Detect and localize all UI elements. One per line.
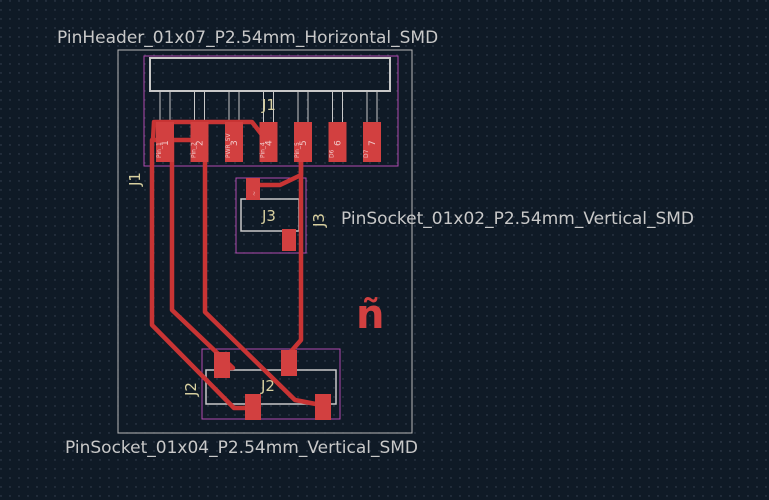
header-pad-6[interactable] xyxy=(328,122,347,162)
header-courtyard xyxy=(143,55,399,167)
socket4-ref-side: J2 xyxy=(182,382,200,397)
header-pad-net: Pin_5 xyxy=(294,142,301,158)
socket4-pad-2[interactable] xyxy=(245,394,261,420)
socket4-pad-4[interactable] xyxy=(315,394,331,420)
socket4-footprint-name: PinSocket_01x04_P2.54mm_Vertical_SMD xyxy=(65,438,418,458)
header-pad-5[interactable] xyxy=(294,122,312,162)
header-ref-side: J1 xyxy=(126,172,144,187)
socket2-footprint-name: PinSocket_01x02_P2.54mm_Vertical_SMD xyxy=(341,209,694,229)
header-pad-number: 1 xyxy=(161,140,171,146)
socket2-pad-1[interactable] xyxy=(246,178,260,200)
header-footprint-name: PinHeader_01x07_P2.54mm_Horizontal_SMD xyxy=(57,28,438,48)
socket4-pad-3[interactable] xyxy=(281,350,297,376)
header-pad-net: D6 xyxy=(329,149,336,158)
header-pad-3[interactable] xyxy=(225,122,243,162)
header-pin-leads xyxy=(159,91,378,122)
trace-j3-link[interactable] xyxy=(250,147,304,188)
header-ref-top: J1 xyxy=(261,96,276,114)
header-pad-net: Pin_2 xyxy=(191,142,198,158)
socket2-ref-center: J3 xyxy=(261,207,276,225)
header-pad-7[interactable] xyxy=(363,122,381,162)
header-pad-number: 2 xyxy=(196,140,206,146)
header-pad-net: PWR_5V xyxy=(225,132,232,158)
header-pad-1[interactable] xyxy=(156,122,174,162)
socket4-body xyxy=(205,369,337,405)
socket2-courtyard xyxy=(235,177,307,254)
socket4-courtyard xyxy=(201,348,341,420)
board-outline xyxy=(117,49,413,434)
socket2-pad-1-net: ~ xyxy=(251,191,258,196)
header-pad-4[interactable] xyxy=(259,122,278,162)
socket4-pad-1[interactable] xyxy=(214,352,230,378)
header-pad-number: 4 xyxy=(265,140,275,146)
header-pad-number: 5 xyxy=(299,140,309,146)
copper-text-marker[interactable]: ñ xyxy=(356,292,384,338)
header-pad-number: 3 xyxy=(230,140,240,146)
header-pad-number: 6 xyxy=(334,140,344,146)
header-pad-2[interactable] xyxy=(190,122,209,162)
header-pad-net: Pin_4 xyxy=(260,142,267,158)
header-pad-net: D7 xyxy=(363,149,370,158)
header-body xyxy=(149,57,391,92)
socket2-ref-side: J3 xyxy=(310,213,328,228)
socket4-ref-center: J2 xyxy=(260,377,275,395)
socket2-pad-2[interactable] xyxy=(282,229,296,251)
header-pad-net: Pin_1 xyxy=(156,142,163,158)
header-pad-number: 7 xyxy=(368,140,378,146)
